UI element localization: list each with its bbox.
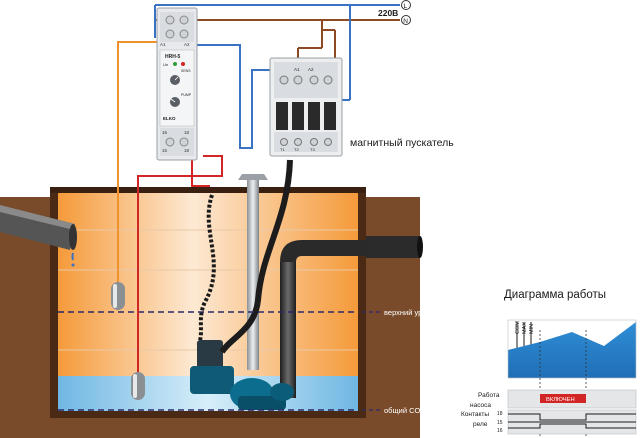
diagram-title: Диаграмма работы — [504, 289, 606, 301]
pump-on-bar — [540, 394, 586, 403]
contact-18: 18 — [497, 411, 503, 417]
relay-terminal-18-top: 18 — [184, 130, 190, 135]
line-l-label: L — [404, 3, 408, 10]
contact-15: 15 — [497, 420, 503, 426]
relay-model: HRH-5 — [165, 54, 180, 60]
contacts-row-label-1: Контакты — [461, 411, 489, 418]
pump-row-label-2: насоса — [470, 402, 491, 409]
submersible-pump — [190, 340, 294, 410]
level-relay: A1 A2 HRH-5 Un SENS PUMP ELKO 16 18 15 1… — [156, 7, 198, 161]
contactor-caption: магнитный пускатель — [350, 137, 454, 149]
contact-16: 16 — [497, 428, 503, 434]
probe-com — [131, 372, 145, 400]
contacts-row-label-2: реле — [473, 421, 488, 428]
probe-label-com: COM — [515, 321, 521, 334]
com-level-label: общий COM — [384, 406, 427, 415]
relay-terminal-a2: A2 — [184, 42, 190, 47]
contact-16-trace — [508, 423, 636, 429]
blue-control-wire — [196, 44, 282, 149]
relay-pump-label: PUMP — [181, 93, 192, 97]
outflow-pipe — [280, 236, 423, 398]
coil-terminal-a1: A1 — [294, 67, 300, 72]
relay-terminal-15: 15 — [162, 148, 168, 153]
status-led — [181, 62, 185, 66]
line-l-terminal — [401, 0, 411, 10]
pump-row-label-1: Работа — [478, 391, 500, 399]
pump-state: ВКЛЮЧЕН — [546, 397, 575, 403]
chain — [196, 194, 216, 347]
operation-diagram: Диаграмма работы COM MAX MIN Работа насо… — [461, 289, 637, 438]
output-terminal-t1: T1 — [280, 147, 285, 152]
min-level-label: верхний уровень MIN — [384, 308, 458, 317]
relay-un-label: Un — [163, 62, 168, 67]
coil-terminal-a2: A2 — [308, 67, 314, 72]
output-terminal-t3: T3 — [310, 147, 315, 152]
orange-probe-wire — [117, 41, 158, 282]
relay-sens-label: SENS — [181, 69, 191, 73]
power-led — [173, 62, 177, 66]
magnetic-starter: A1 A2 T1 T2 T3 — [269, 57, 343, 157]
output-terminal-t2: T2 — [294, 147, 299, 152]
line-n-terminal — [401, 15, 411, 25]
voltage-label: 220В — [378, 8, 398, 18]
relay-terminal-a1: A1 — [160, 42, 166, 47]
relay-terminal-16: 16 — [162, 130, 168, 135]
probe-label-max: MAX — [522, 322, 528, 334]
relay-terminal-18-bottom: 18 — [184, 148, 190, 153]
probe-min — [111, 282, 125, 310]
red-probe-wire — [137, 155, 223, 372]
relay-brand: ELKO — [163, 116, 176, 121]
line-n-label: N — [403, 18, 408, 25]
pump-cable — [219, 159, 293, 354]
contact-18-trace — [508, 413, 636, 421]
inflow-pipe — [0, 205, 77, 267]
probe-label-min: MIN — [529, 324, 535, 334]
